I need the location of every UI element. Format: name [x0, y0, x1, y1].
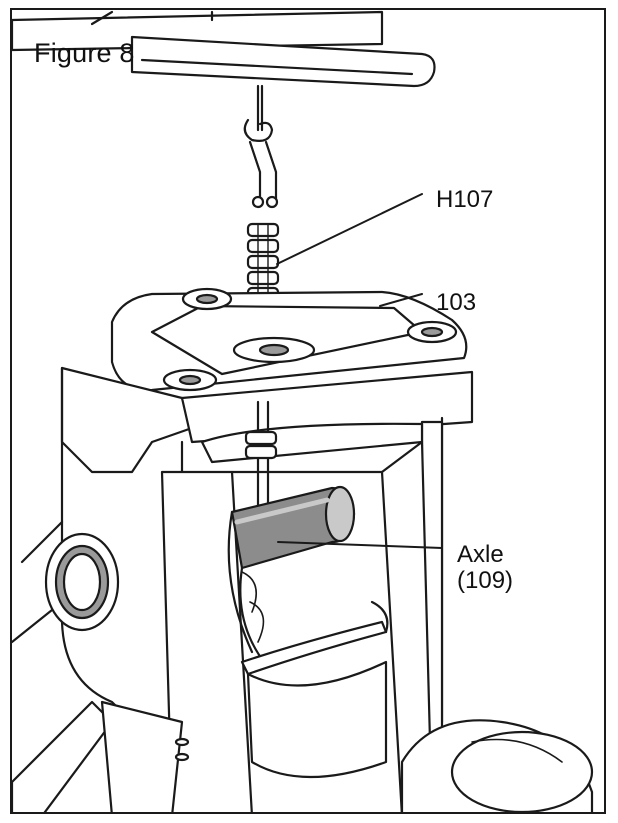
cup-ring: [240, 600, 389, 779]
label-axle-name: Axle: [457, 541, 504, 568]
knob: [400, 719, 594, 812]
top-plate-103: [110, 287, 468, 392]
leader-line-axle: [277, 541, 443, 549]
lower-struts: [12, 700, 190, 812]
exploded-assembly-drawing: [12, 10, 594, 812]
label-axle: Axle (109): [457, 542, 513, 594]
figure-title: Figure 8: [34, 38, 135, 68]
figure-frame: Figure 8 H107 103 Axle (109): [10, 8, 606, 814]
lower-cable: [244, 400, 278, 524]
label-axle-number: (109): [457, 567, 514, 594]
side-bearing: [44, 532, 120, 632]
overhead-bar: [12, 10, 436, 88]
leader-line-h107: [276, 193, 423, 265]
label-hook-h107: H107: [436, 186, 494, 213]
label-part-103: 103: [436, 289, 477, 316]
leader-line-103: [379, 293, 423, 307]
axle-109: [227, 485, 356, 664]
leader-lines: [276, 193, 443, 549]
